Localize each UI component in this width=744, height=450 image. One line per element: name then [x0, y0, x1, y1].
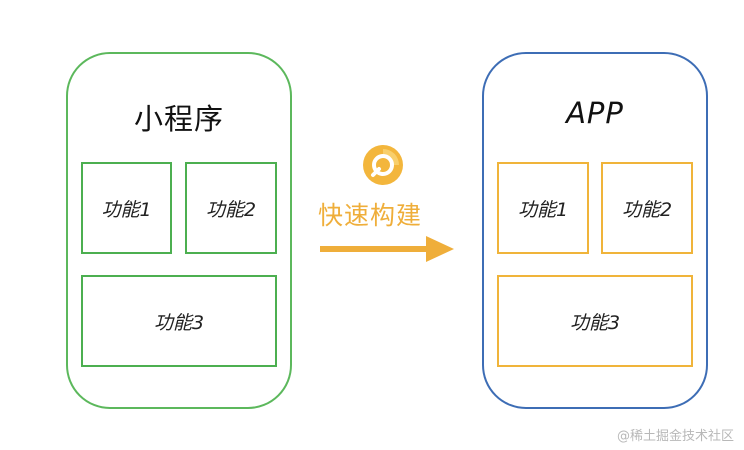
arrow-svg: [320, 236, 454, 262]
watermark: @稀土掘金技术社区: [616, 429, 734, 444]
app-feature-1: 功能1: [497, 162, 589, 254]
app-title: APP: [566, 96, 624, 130]
miniprogram-feature-3: 功能3: [81, 275, 277, 367]
app-feature-2: 功能2: [601, 162, 693, 254]
circular-logo-icon: [362, 144, 404, 186]
miniprogram-feature-2: 功能2: [185, 162, 277, 254]
miniprogram-title: 小程序: [133, 102, 224, 136]
miniprogram-feature-1: 功能1: [81, 162, 172, 254]
quick-build-label: 快速构建: [318, 201, 423, 230]
app-feature-3: 功能3: [497, 275, 693, 367]
miniprogram-phone-frame: 小程序: [66, 52, 292, 409]
arrow-right-icon: [318, 234, 458, 264]
circular-logo-svg: [363, 145, 403, 185]
app-phone-frame: APP: [482, 52, 708, 409]
